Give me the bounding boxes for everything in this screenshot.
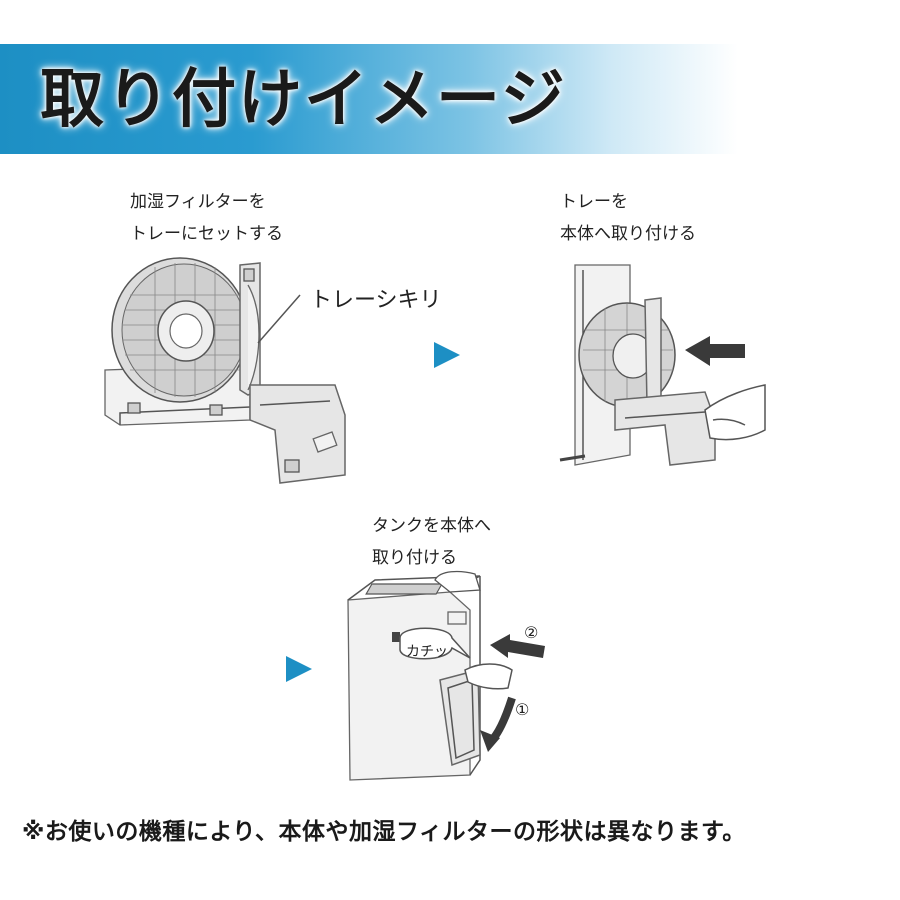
step2-caption: トレーを 本体へ取り付ける: [560, 186, 696, 250]
disclaimer-note: ※お使いの機種により、本体や加湿フィルターの形状は異なります。: [22, 819, 746, 845]
step-marker-2: ②: [524, 623, 539, 642]
page-title: 取り付けイメージ: [40, 63, 567, 137]
step3-caption-line1: タンクを本体へ: [372, 516, 491, 536]
step1-caption: 加湿フィルターを トレーにセットする: [130, 186, 283, 250]
step2-caption-line2: 本体へ取り付ける: [560, 224, 696, 244]
step3-caption-line2: 取り付ける: [372, 548, 457, 568]
step1-caption-line2: トレーにセットする: [130, 224, 283, 244]
step1-illustration: [104, 257, 346, 484]
next-arrow-icon: [286, 656, 312, 682]
step2-caption-line1: トレーを: [560, 192, 628, 212]
step3-illustration: [347, 570, 545, 781]
step2-illustration: [559, 264, 766, 466]
step3-caption: タンクを本体へ 取り付ける: [372, 510, 491, 574]
next-arrow-icon: [434, 342, 460, 368]
partition-callout: トレーシキリ: [310, 288, 442, 313]
step-marker-1: ①: [515, 700, 530, 719]
title-banner: 取り付けイメージ: [0, 44, 900, 154]
click-sound-bubble: カチッ: [406, 644, 448, 660]
step1-caption-line1: 加湿フィルターを: [130, 192, 266, 212]
